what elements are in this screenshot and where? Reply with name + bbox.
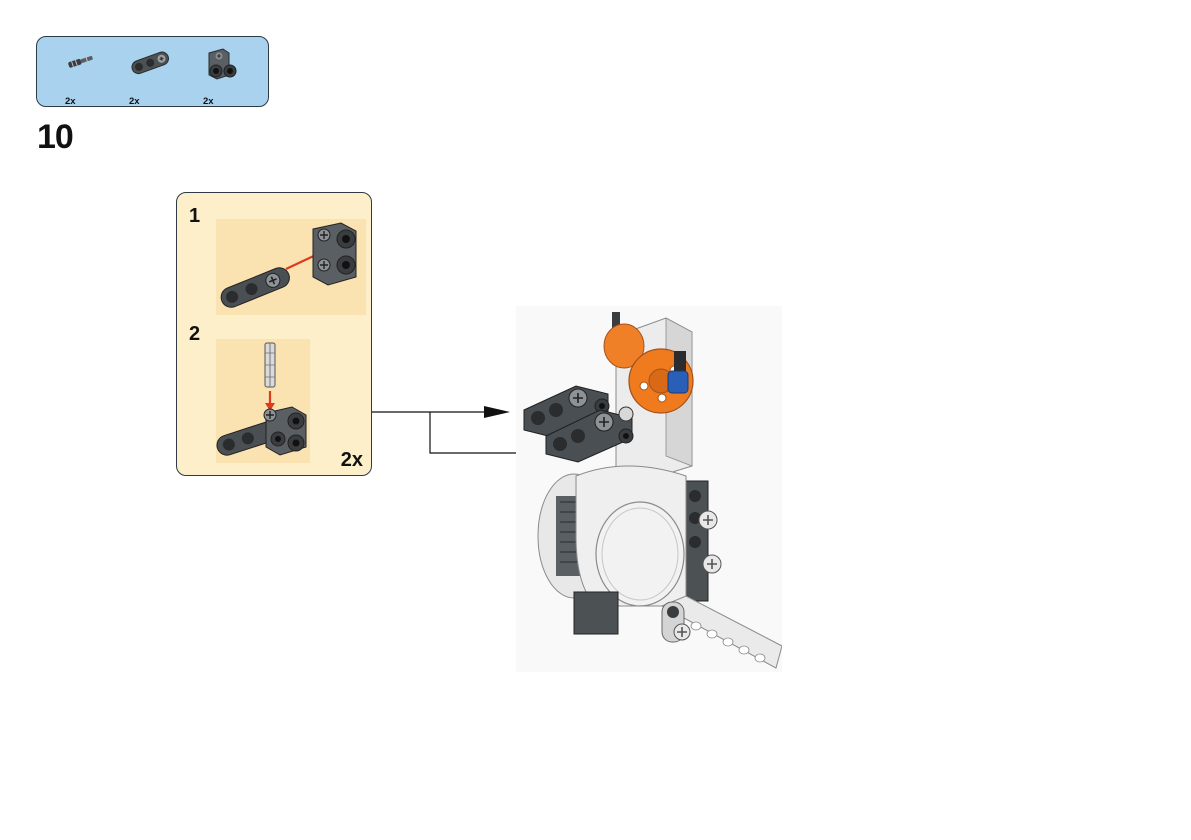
sub-step-2-panel (216, 339, 310, 463)
part-qty: 2x (129, 96, 140, 107)
sub-step-number: 2 (189, 323, 201, 345)
part-axle-pin: 2x (65, 47, 115, 107)
part-cross-block: 2x (203, 47, 253, 107)
model-illustration-panel (516, 306, 782, 672)
connector-beam-icon (131, 51, 169, 75)
model-illustration (523, 312, 782, 669)
parts-list-box: 2x 2x 2x (36, 36, 269, 107)
axle-pin-icon (68, 55, 93, 68)
sub-assembly-multiplier: 2x (340, 449, 363, 471)
sub-step-1-panel (216, 219, 366, 315)
sub-step-number: 1 (189, 205, 201, 227)
sub-step-2-illustration (216, 342, 307, 456)
part-connector-beam: 2x (129, 47, 189, 107)
sub-step-1-illustration (220, 222, 357, 308)
sub-assembly-box: 1 (176, 192, 372, 476)
part-qty: 2x (65, 96, 76, 107)
step-number: 10 (37, 118, 74, 156)
part-qty: 2x (203, 96, 214, 107)
cross-block-icon (208, 48, 237, 80)
